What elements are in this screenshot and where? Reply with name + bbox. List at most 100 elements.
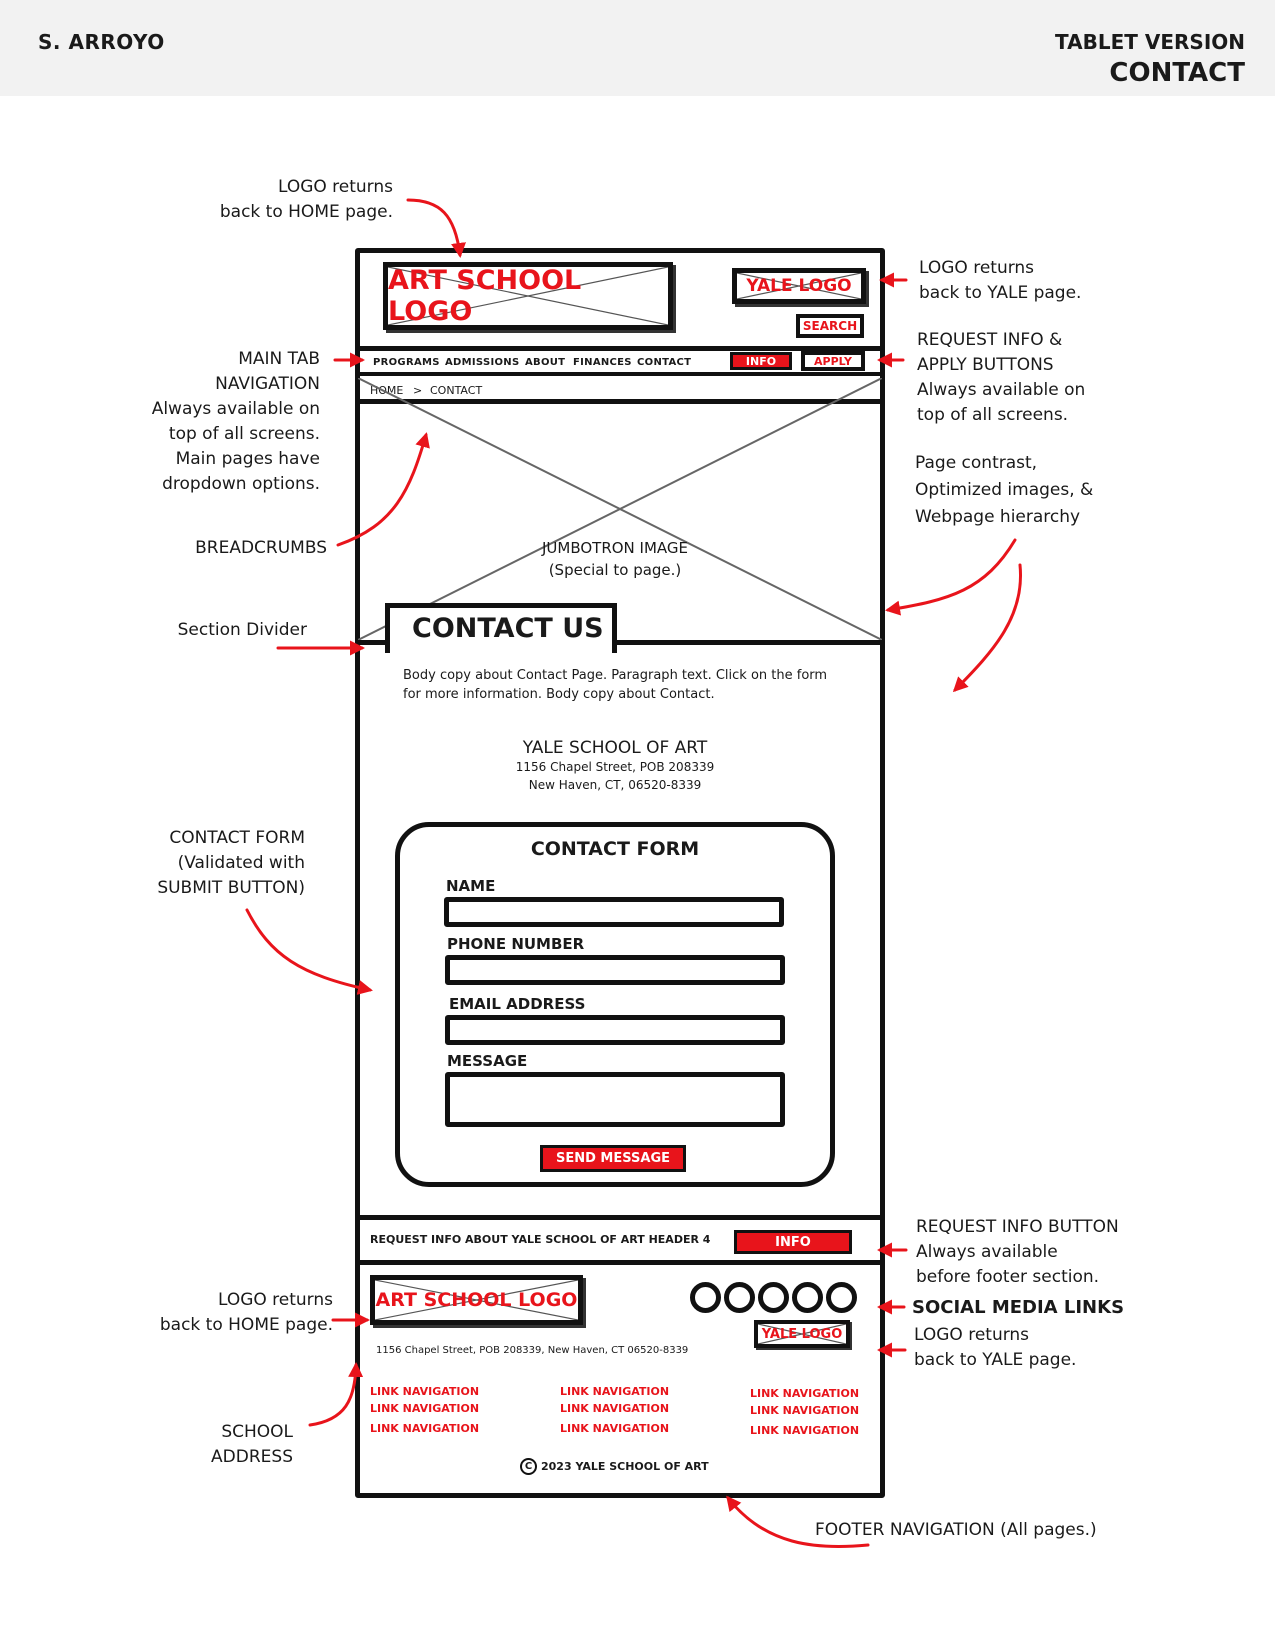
breadcrumb-separator: > xyxy=(413,384,423,397)
annotation-line: LOGO returns xyxy=(217,1290,333,1310)
annotation-line: SCHOOL xyxy=(221,1422,293,1442)
annotation-request-apply: REQUEST INFO & APPLY BUTTONS Always avai… xyxy=(917,328,1085,428)
annotation-logo-yale: LOGO returns back to YALE page. xyxy=(919,256,1081,306)
annotation-footer-nav: FOOTER NAVIGATION (All pages.) xyxy=(815,1520,1097,1540)
section-divider-line xyxy=(358,640,882,645)
annotation-footer-logo-home: LOGO returns back to HOME page. xyxy=(160,1288,333,1338)
tablet-frame xyxy=(355,248,885,1498)
contact-form xyxy=(395,822,835,1187)
arrow-contrast-1 xyxy=(885,538,1017,616)
message-label: MESSAGE xyxy=(447,1052,528,1070)
body-copy: Body copy about Contact Page. Paragraph … xyxy=(403,666,843,704)
footer-link[interactable]: LINK NAVIGATION xyxy=(560,1422,670,1435)
footer-link[interactable]: LINK NAVIGATION xyxy=(750,1424,860,1437)
annotation-line: back to YALE page. xyxy=(914,1350,1077,1370)
annotation-breadcrumbs: BREADCRUMBS xyxy=(195,538,327,558)
footer-link[interactable]: LINK NAVIGATION xyxy=(560,1402,670,1415)
footer-link[interactable]: LINK NAVIGATION xyxy=(370,1422,480,1435)
nav-item-contact[interactable]: CONTACT xyxy=(637,357,692,368)
arrow-school-address xyxy=(308,1362,364,1427)
section-title: CONTACT US xyxy=(412,613,604,644)
annotation-line: top of all screens. xyxy=(917,405,1069,425)
main-tab-navigation xyxy=(358,346,882,376)
phone-field[interactable] xyxy=(445,955,785,985)
phone-label: PHONE NUMBER xyxy=(447,935,585,953)
footer-link[interactable]: LINK NAVIGATION xyxy=(370,1385,480,1398)
copyright-text: 2023 YALE SCHOOL OF ART xyxy=(541,1460,709,1473)
annotation-footer-logo-yale: LOGO returns back to YALE page. xyxy=(914,1323,1076,1373)
annotation-line: back to HOME page. xyxy=(219,202,393,222)
footer-art-school-logo[interactable]: ART SCHOOL LOGO xyxy=(370,1275,583,1325)
message-field[interactable] xyxy=(445,1072,785,1127)
send-message-button[interactable]: SEND MESSAGE xyxy=(540,1145,686,1172)
annotation-line: before footer section. xyxy=(916,1267,1100,1287)
yale-logo-text: YALE LOGO xyxy=(746,276,852,296)
request-info-strip xyxy=(358,1215,882,1265)
art-school-logo[interactable]: ART SCHOOL LOGO xyxy=(383,262,673,330)
annotation-line: NAVIGATION xyxy=(215,374,320,394)
jumbotron-title: JUMBOTRON IMAGE xyxy=(541,539,689,557)
annotation-line: (Validated with xyxy=(177,853,305,873)
arrow-contrast-2 xyxy=(952,563,1023,693)
page-name: CONTACT xyxy=(1109,58,1245,88)
body-copy-line: for more information. Body copy about Co… xyxy=(403,687,715,702)
footer-link[interactable]: LINK NAVIGATION xyxy=(560,1385,670,1398)
annotation-line: CONTACT FORM xyxy=(169,828,305,848)
footer-yale-logo[interactable]: YALE LOGO xyxy=(754,1320,850,1348)
nav-item-admissions[interactable]: ADMISSIONS xyxy=(445,357,520,368)
annotation-line: SUBMIT BUTTON) xyxy=(157,878,305,898)
footer-link[interactable]: LINK NAVIGATION xyxy=(750,1387,860,1400)
apply-button[interactable]: APPLY xyxy=(801,351,865,371)
name-field[interactable] xyxy=(444,897,784,927)
annotation-line: LOGO returns xyxy=(277,177,393,197)
annotation-logo-home: LOGO returns back to HOME page. xyxy=(220,175,393,225)
footer-info-button[interactable]: INFO xyxy=(734,1230,852,1254)
annotation-line: Main pages have xyxy=(175,449,320,469)
arrow-contact-form xyxy=(245,908,373,995)
name-label: NAME xyxy=(446,877,496,895)
arrow-logo-home xyxy=(406,198,466,258)
annotation-line: Always available on xyxy=(917,380,1086,400)
annotation-line: top of all screens. xyxy=(168,424,320,444)
school-city: New Haven, CT, 06520-8339 xyxy=(528,778,702,792)
footer-link[interactable]: LINK NAVIGATION xyxy=(750,1404,860,1417)
annotation-line: LOGO returns xyxy=(919,258,1035,278)
copyright-icon: C xyxy=(520,1458,537,1475)
social-media-icon[interactable] xyxy=(724,1282,755,1313)
annotation-line: APPLY BUTTONS xyxy=(917,355,1054,375)
request-info-text: REQUEST INFO ABOUT YALE SCHOOL OF ART HE… xyxy=(370,1233,711,1246)
jumbotron-label: JUMBOTRON IMAGE (Special to page.) xyxy=(520,537,710,581)
social-media-icon[interactable] xyxy=(792,1282,823,1313)
placeholder-x-icon xyxy=(737,273,861,299)
annotation-line: ADDRESS xyxy=(211,1447,293,1467)
body-copy-line: Body copy about Contact Page. Paragraph … xyxy=(403,668,828,683)
annotation-line: LOGO returns xyxy=(914,1325,1030,1345)
annotation-line: REQUEST INFO BUTTON xyxy=(916,1217,1119,1237)
form-title: CONTACT FORM xyxy=(530,838,700,860)
breadcrumb xyxy=(358,378,882,404)
jumbotron-image xyxy=(358,378,882,640)
annotation-line: REQUEST INFO & xyxy=(917,330,1063,350)
footer-link[interactable]: LINK NAVIGATION xyxy=(370,1402,480,1415)
email-field[interactable] xyxy=(445,1015,785,1045)
nav-item-finances[interactable]: FINANCES xyxy=(573,357,632,368)
annotation-main-tab: MAIN TAB NAVIGATION Always available on … xyxy=(152,347,320,497)
nav-item-programs[interactable]: PROGRAMS xyxy=(373,357,440,368)
annotation-line: Optimized images, & xyxy=(915,480,1094,500)
school-street: 1156 Chapel Street, POB 208339 xyxy=(515,760,715,774)
school-name: YALE SCHOOL OF ART xyxy=(522,738,708,758)
nav-item-about[interactable]: ABOUT xyxy=(525,357,566,368)
placeholder-x-icon xyxy=(758,1324,846,1344)
author-name: S. ARROYO xyxy=(38,30,165,54)
search-button[interactable]: SEARCH xyxy=(796,314,864,338)
breadcrumb-current: CONTACT xyxy=(430,384,483,397)
jumbotron-subtitle: (Special to page.) xyxy=(548,561,682,579)
yale-logo[interactable]: YALE LOGO xyxy=(732,268,866,304)
section-divider-tab xyxy=(385,603,617,653)
annotation-request-info-button: REQUEST INFO BUTTON Always available bef… xyxy=(916,1215,1119,1290)
social-media-icon[interactable] xyxy=(690,1282,721,1313)
info-button[interactable]: INFO xyxy=(730,352,792,370)
social-media-icon[interactable] xyxy=(826,1282,857,1313)
social-media-icon[interactable] xyxy=(758,1282,789,1313)
annotation-section-divider: Section Divider xyxy=(177,620,307,640)
